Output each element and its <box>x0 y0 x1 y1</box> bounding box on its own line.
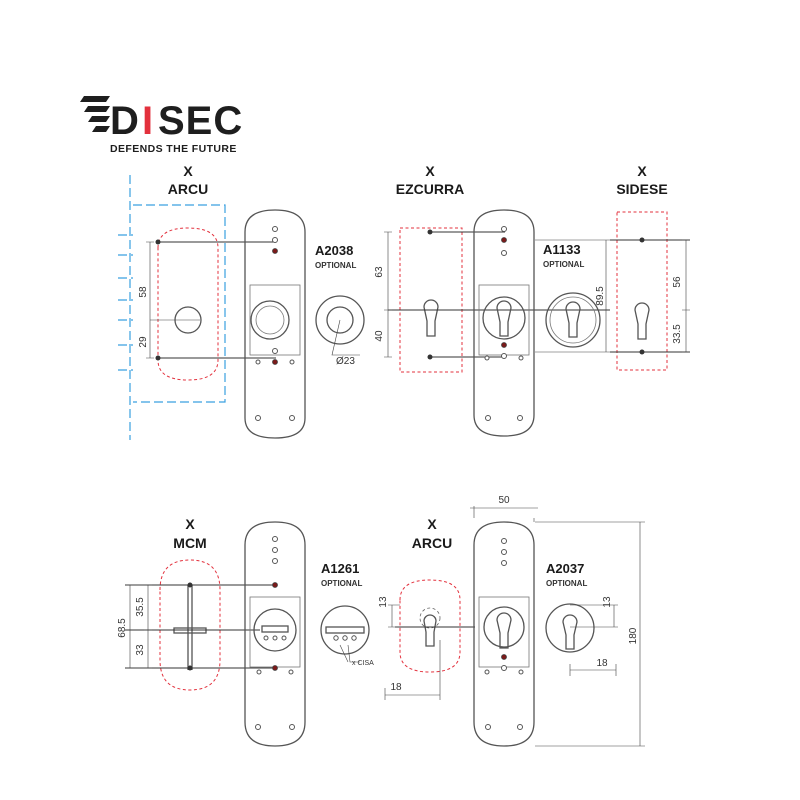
ezcurra-dim-40: 40 <box>374 330 385 342</box>
sidese-x-mark: X <box>637 163 647 179</box>
mcm-dim-35-5: 35.5 <box>135 597 146 617</box>
bottom-arcu-key-outline <box>399 579 461 673</box>
mcm-label: MCM <box>173 535 206 551</box>
brand-sec: SEC <box>158 99 243 143</box>
ezcurra-dim-63: 63 <box>374 266 385 278</box>
handle-plate-2 <box>473 209 535 437</box>
a2037-dim-13: 13 <box>602 596 613 608</box>
a2038-rosette <box>315 295 365 345</box>
a2038-code: A2038 <box>315 243 353 258</box>
a2037-dim-18: 18 <box>596 658 608 669</box>
sidese-key-outline <box>616 211 668 371</box>
a2037-cylinder-rosette <box>545 603 595 653</box>
bottom-arcu-x-mark: X <box>427 516 437 532</box>
a1133-note: OPTIONAL <box>543 260 584 269</box>
brand-d: D <box>110 99 140 143</box>
handle-plate-4 <box>473 521 535 747</box>
sidese-label: SIDESE <box>616 181 667 197</box>
mcm-x-mark: X <box>185 516 195 532</box>
mcm-dim-68-5: 68.5 <box>117 618 128 638</box>
top-arcu-x-mark: X <box>183 163 193 179</box>
bottom-arcu-dim-13: 13 <box>378 596 389 608</box>
arcu-dim-58: 58 <box>138 286 149 298</box>
a1133-dim-89-5: 89.5 <box>595 286 606 306</box>
speed-lines-icon <box>80 96 110 132</box>
a1261-code: A1261 <box>321 561 359 576</box>
a2037-note: OPTIONAL <box>546 579 587 588</box>
arcu-key-outline <box>157 227 219 381</box>
a1133-code: A1133 <box>543 242 581 257</box>
plate-height-dim: 180 <box>628 627 639 644</box>
a1261-rosette <box>320 605 370 655</box>
top-arcu-label: ARCU <box>168 181 208 197</box>
mcm-bar <box>173 627 207 634</box>
bottom-arcu-cylinder-hole <box>423 614 437 647</box>
brand-i: I <box>142 99 154 143</box>
ezcurra-label: EZCURRA <box>396 181 464 197</box>
bottom-arcu-dim-18: 18 <box>390 682 402 693</box>
a1261-cisa-note: x CISA <box>352 660 374 667</box>
a2038-diameter: Ø23 <box>336 356 355 367</box>
plate-width-dim: 50 <box>498 495 510 506</box>
mcm-dim-33: 33 <box>135 644 146 656</box>
a1133-cylinder-rosette <box>545 292 601 348</box>
arcu-lock-body-outline <box>118 175 226 440</box>
arcu-dim-29: 29 <box>138 336 149 348</box>
ezcurra-key-outline <box>399 227 463 373</box>
mcm-key-outline <box>159 559 221 691</box>
sidese-dim-56: 56 <box>672 276 683 288</box>
sidese-dim-33-5: 33.5 <box>672 324 683 344</box>
a2038-note: OPTIONAL <box>315 261 356 270</box>
sidese-cylinder-hole <box>634 302 650 340</box>
brand-tagline: DEFENDS THE FUTURE <box>110 143 237 155</box>
bottom-arcu-label: ARCU <box>412 535 452 551</box>
handle-plate-1 <box>244 209 306 439</box>
ezcurra-cylinder-hole <box>423 299 439 337</box>
disec-logo: D I SEC DEFENDS THE FUTURE <box>80 96 243 155</box>
a2037-code: A2037 <box>546 561 584 576</box>
handle-plate-3 <box>244 521 306 747</box>
a1261-note: OPTIONAL <box>321 579 362 588</box>
ezcurra-x-mark: X <box>425 163 435 179</box>
